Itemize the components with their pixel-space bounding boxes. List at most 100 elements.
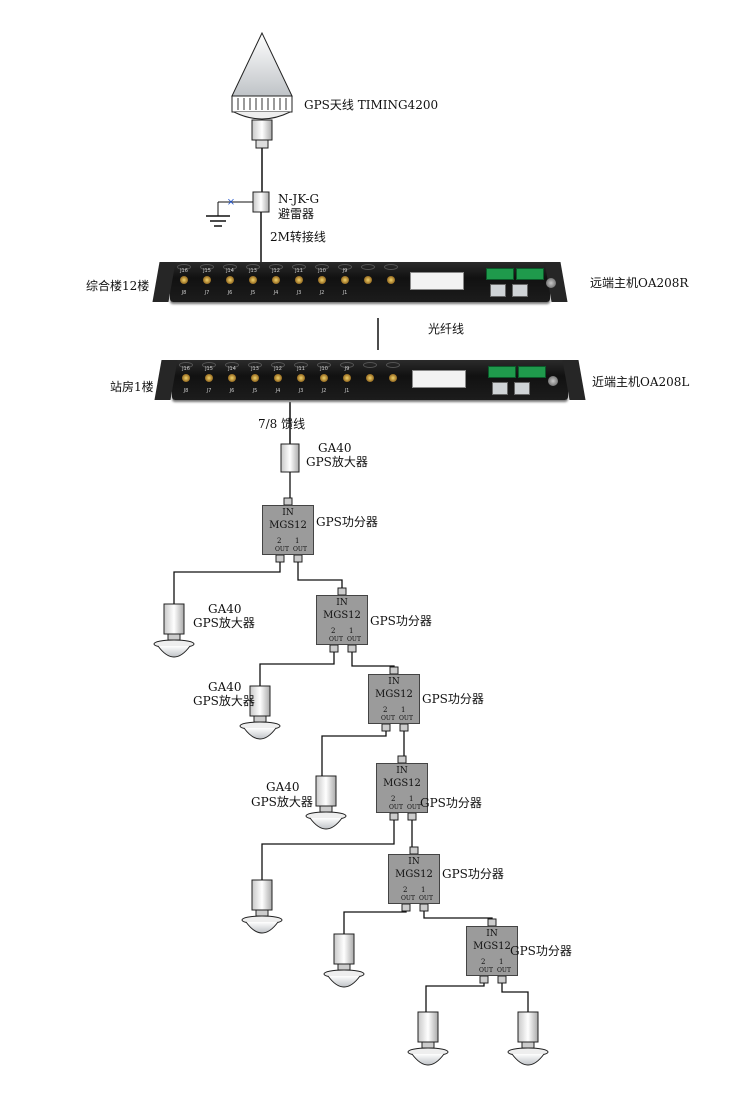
splitter-in-connector: [337, 587, 347, 596]
amp-model-label: GA40: [266, 780, 300, 794]
splitter-model: MGS12: [473, 941, 511, 952]
splitter-in-connector: [397, 755, 407, 764]
aux-port: [381, 264, 401, 298]
ground-knob: [548, 376, 558, 386]
port-label-bottom: J5: [252, 388, 258, 394]
port-label-bottom: J3: [296, 290, 302, 296]
splitter-in-connector: [487, 918, 497, 927]
splitter-in-connector: [409, 846, 419, 855]
port-label-bottom: J2: [321, 388, 327, 394]
splitter-model: MGS12: [383, 778, 421, 789]
splitter-name-label: GPS功分器: [316, 515, 378, 529]
antenna-label: GPS天线 TIMING4200: [304, 98, 439, 112]
power-terminal: [516, 268, 544, 280]
gps-receiver-antenna-icon: [407, 1011, 449, 1066]
gps-receiver-antenna-icon: [305, 775, 347, 830]
splitter-out: OUT: [407, 804, 421, 811]
splitter-name-label: GPS功分器: [370, 614, 432, 628]
lightning-arrester-icon: ×: [206, 191, 270, 227]
port-label-top: J9: [342, 268, 348, 274]
amp-name-label: GPS放大器: [193, 694, 255, 708]
splitter-model: MGS12: [269, 520, 307, 531]
splitter-out: OUT: [419, 895, 433, 902]
port-label-top: J15: [203, 268, 211, 274]
splitter-model: MGS12: [375, 689, 413, 700]
splitter-out: OUT: [389, 804, 403, 811]
splitter-out: OUT: [381, 715, 395, 722]
splitter-out: OUT: [293, 546, 307, 553]
splitter-in-label: IN: [282, 508, 294, 518]
power-terminal: [488, 366, 516, 378]
port-label-bottom: J2: [319, 290, 325, 296]
splitter-out-connector: [293, 554, 303, 563]
lcd-display: [410, 272, 464, 290]
splitter-out: OUT: [479, 967, 493, 974]
coax-cable: [351, 652, 395, 667]
coax-cable: [425, 983, 485, 1012]
splitter-out-connector: [407, 812, 417, 821]
splitter-in-label: IN: [396, 766, 408, 776]
port-label-bottom: J1: [342, 290, 348, 296]
splitter-name-label: GPS功分器: [420, 796, 482, 810]
splitter-port-1: 1: [401, 706, 406, 714]
coax-cable: [423, 911, 493, 919]
splitter-out-connector: [497, 975, 507, 984]
port-label-bottom: J5: [250, 290, 256, 296]
splitter-out-connector: [401, 903, 411, 912]
splitter-port-2: 2: [277, 537, 282, 545]
splitter-out: OUT: [275, 546, 289, 553]
splitter-in-label: IN: [336, 598, 348, 608]
port-label-bottom: J6: [227, 290, 233, 296]
port-label-top: J16: [180, 268, 188, 274]
port-label-bottom: J8: [183, 388, 189, 394]
port-label-top: J16: [182, 366, 190, 372]
splitter-out-connector: [275, 554, 285, 563]
splitter-out: OUT: [329, 636, 343, 643]
splitter-out: OUT: [347, 636, 361, 643]
gps-receiver-antenna-icon: [241, 879, 283, 934]
port-label-top: J14: [228, 366, 236, 372]
remote-host-label: 远端主机OA208R: [590, 276, 689, 290]
port-label-top: J15: [205, 366, 213, 372]
coax-cable: [343, 911, 407, 934]
port-label-top: J13: [249, 268, 257, 274]
amp-model-label: GA40: [208, 602, 242, 616]
splitter-out: OUT: [497, 967, 511, 974]
port-label-top: J13: [251, 366, 259, 372]
coax-cable: [297, 562, 343, 588]
coax-cable: [261, 820, 395, 880]
port-label-bottom: J3: [298, 388, 304, 394]
remote-location-label: 综合楼12楼: [86, 279, 150, 293]
port-label-bottom: J7: [206, 388, 212, 394]
coax-cable: [321, 731, 387, 776]
port-label-top: J10: [318, 268, 326, 274]
splitter-port-1: 1: [409, 795, 414, 803]
coax-cable: [501, 983, 529, 1012]
splitter-in-label: IN: [408, 857, 420, 867]
splitter-port-2: 2: [403, 886, 408, 894]
splitter-port-2: 2: [391, 795, 396, 803]
gps-amplifier-icon: [280, 443, 300, 473]
splitter-out-connector: [419, 903, 429, 912]
splitter-port-1: 1: [295, 537, 300, 545]
power-terminal: [518, 366, 546, 378]
gps-receiver-antenna-icon: [239, 685, 281, 740]
ethernet-port: [490, 284, 506, 297]
port-label-bottom: J1: [344, 388, 350, 394]
splitter-port-2: 2: [481, 958, 486, 966]
power-terminal: [486, 268, 514, 280]
splitter-port-2: 2: [383, 706, 388, 714]
splitter-in-label: IN: [388, 677, 400, 687]
port-label-top: J14: [226, 268, 234, 274]
